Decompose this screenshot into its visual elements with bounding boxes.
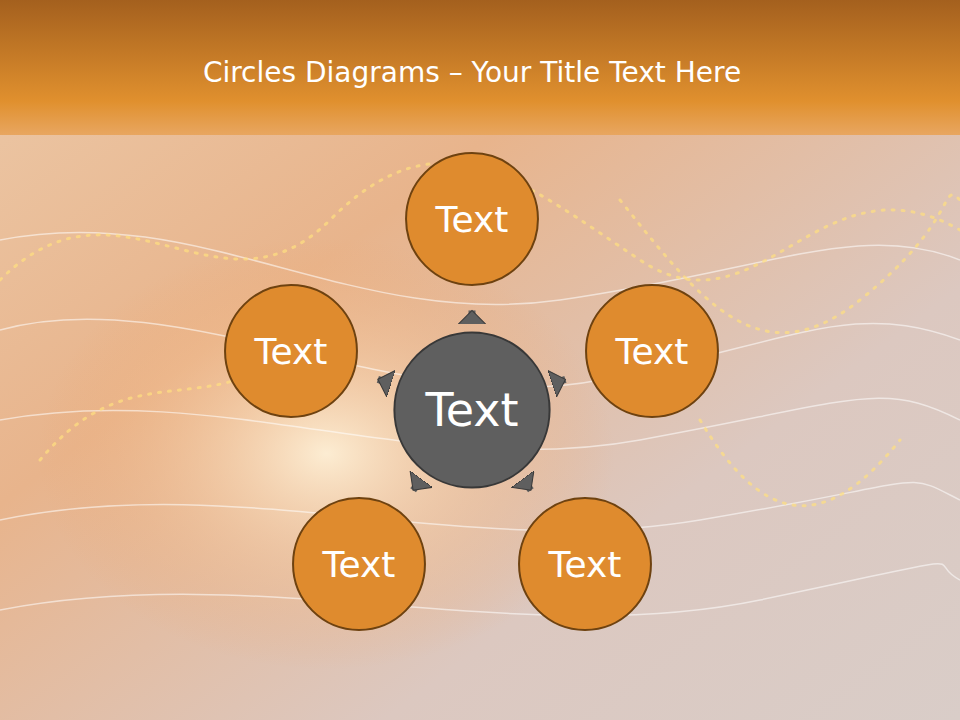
circle-label: Text bbox=[425, 383, 518, 437]
circle-label: Text bbox=[549, 544, 622, 585]
outer-circle: Text bbox=[223, 283, 359, 419]
center-circle: Text bbox=[392, 330, 552, 490]
connector-arrow bbox=[469, 310, 476, 320]
outer-circle: Text bbox=[584, 283, 720, 419]
circle-text-group: Text bbox=[255, 331, 328, 372]
connector-arrow bbox=[413, 482, 419, 490]
circle-text-group: Text bbox=[436, 199, 509, 240]
outer-circle: Text bbox=[404, 151, 540, 287]
outer-circle: Text bbox=[517, 496, 653, 632]
circle-label: Text bbox=[616, 331, 689, 372]
connector-arrow bbox=[378, 379, 387, 382]
circle-label: Text bbox=[255, 331, 328, 372]
circle-text-group: Text bbox=[425, 383, 518, 437]
circle-label: Text bbox=[436, 199, 509, 240]
circle-text-group: Text bbox=[323, 544, 396, 585]
slide-title: Circles Diagrams – Your Title Text Here bbox=[0, 56, 944, 89]
connector-arrow bbox=[525, 482, 531, 490]
circle-text-group: Text bbox=[549, 544, 622, 585]
connector-arrow bbox=[557, 379, 566, 382]
circle-text-group: Text bbox=[616, 331, 689, 372]
outer-circle: Text bbox=[291, 496, 427, 632]
circle-label: Text bbox=[323, 544, 396, 585]
